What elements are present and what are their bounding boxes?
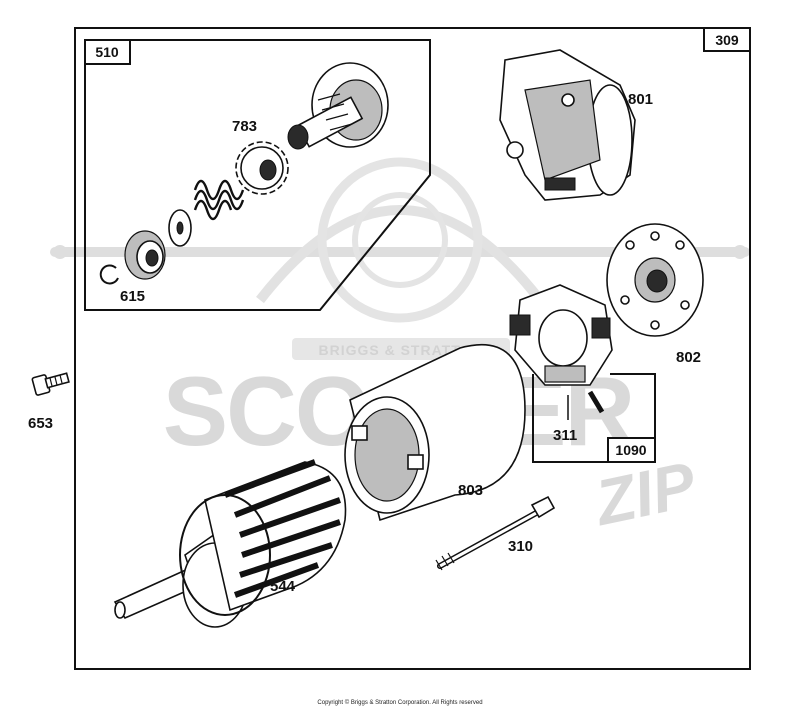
part-label-802: 802	[676, 349, 701, 366]
brush-kit-tag	[607, 437, 656, 463]
thrust-washer-part	[168, 209, 192, 247]
inset-frame-label: 510	[95, 44, 119, 60]
part-label-311: 311	[553, 427, 577, 444]
part-label-801: 801	[628, 91, 653, 108]
end-plate-802-part	[606, 223, 704, 337]
outer-frame-label: 309	[715, 32, 739, 48]
end-cap-801-part	[499, 49, 636, 201]
drive-clutch-part	[287, 62, 389, 150]
drive-spring-part	[193, 179, 245, 221]
inset-frame-tag	[84, 39, 131, 65]
outer-frame-tag	[703, 27, 751, 52]
brush-kit-label: 1090	[615, 442, 646, 458]
part-label-783: 783	[232, 118, 257, 135]
retaining-ring-part	[99, 264, 119, 285]
inset-frame	[84, 39, 431, 311]
part-label-615: 615	[120, 288, 145, 305]
part-label-803: 803	[458, 482, 483, 499]
watermark-arc	[256, 205, 544, 304]
armature-544-part	[113, 459, 347, 628]
watermark-brand-text: BRIGGS & STRATTON	[318, 342, 483, 358]
watermark-dot-right	[733, 245, 747, 259]
bolt-653-part	[31, 372, 70, 396]
part-label-653: 653	[28, 415, 53, 432]
outer-frame	[74, 27, 751, 670]
pinion-gear-part	[235, 141, 289, 195]
part-label-544: 544	[270, 578, 296, 595]
through-bolt-310-part	[435, 495, 556, 571]
watermark-emblem-ring	[317, 157, 483, 323]
watermark-dot-left	[53, 245, 67, 259]
part-label-310: 310	[508, 538, 533, 555]
brush-holder-311-part	[509, 284, 613, 414]
watermark-emblem-inner	[352, 192, 448, 288]
stop-collar-part	[124, 230, 166, 280]
housing-803-part	[344, 343, 526, 522]
copyright-text: Copyright © Briggs & Stratton Corporatio…	[317, 699, 482, 706]
